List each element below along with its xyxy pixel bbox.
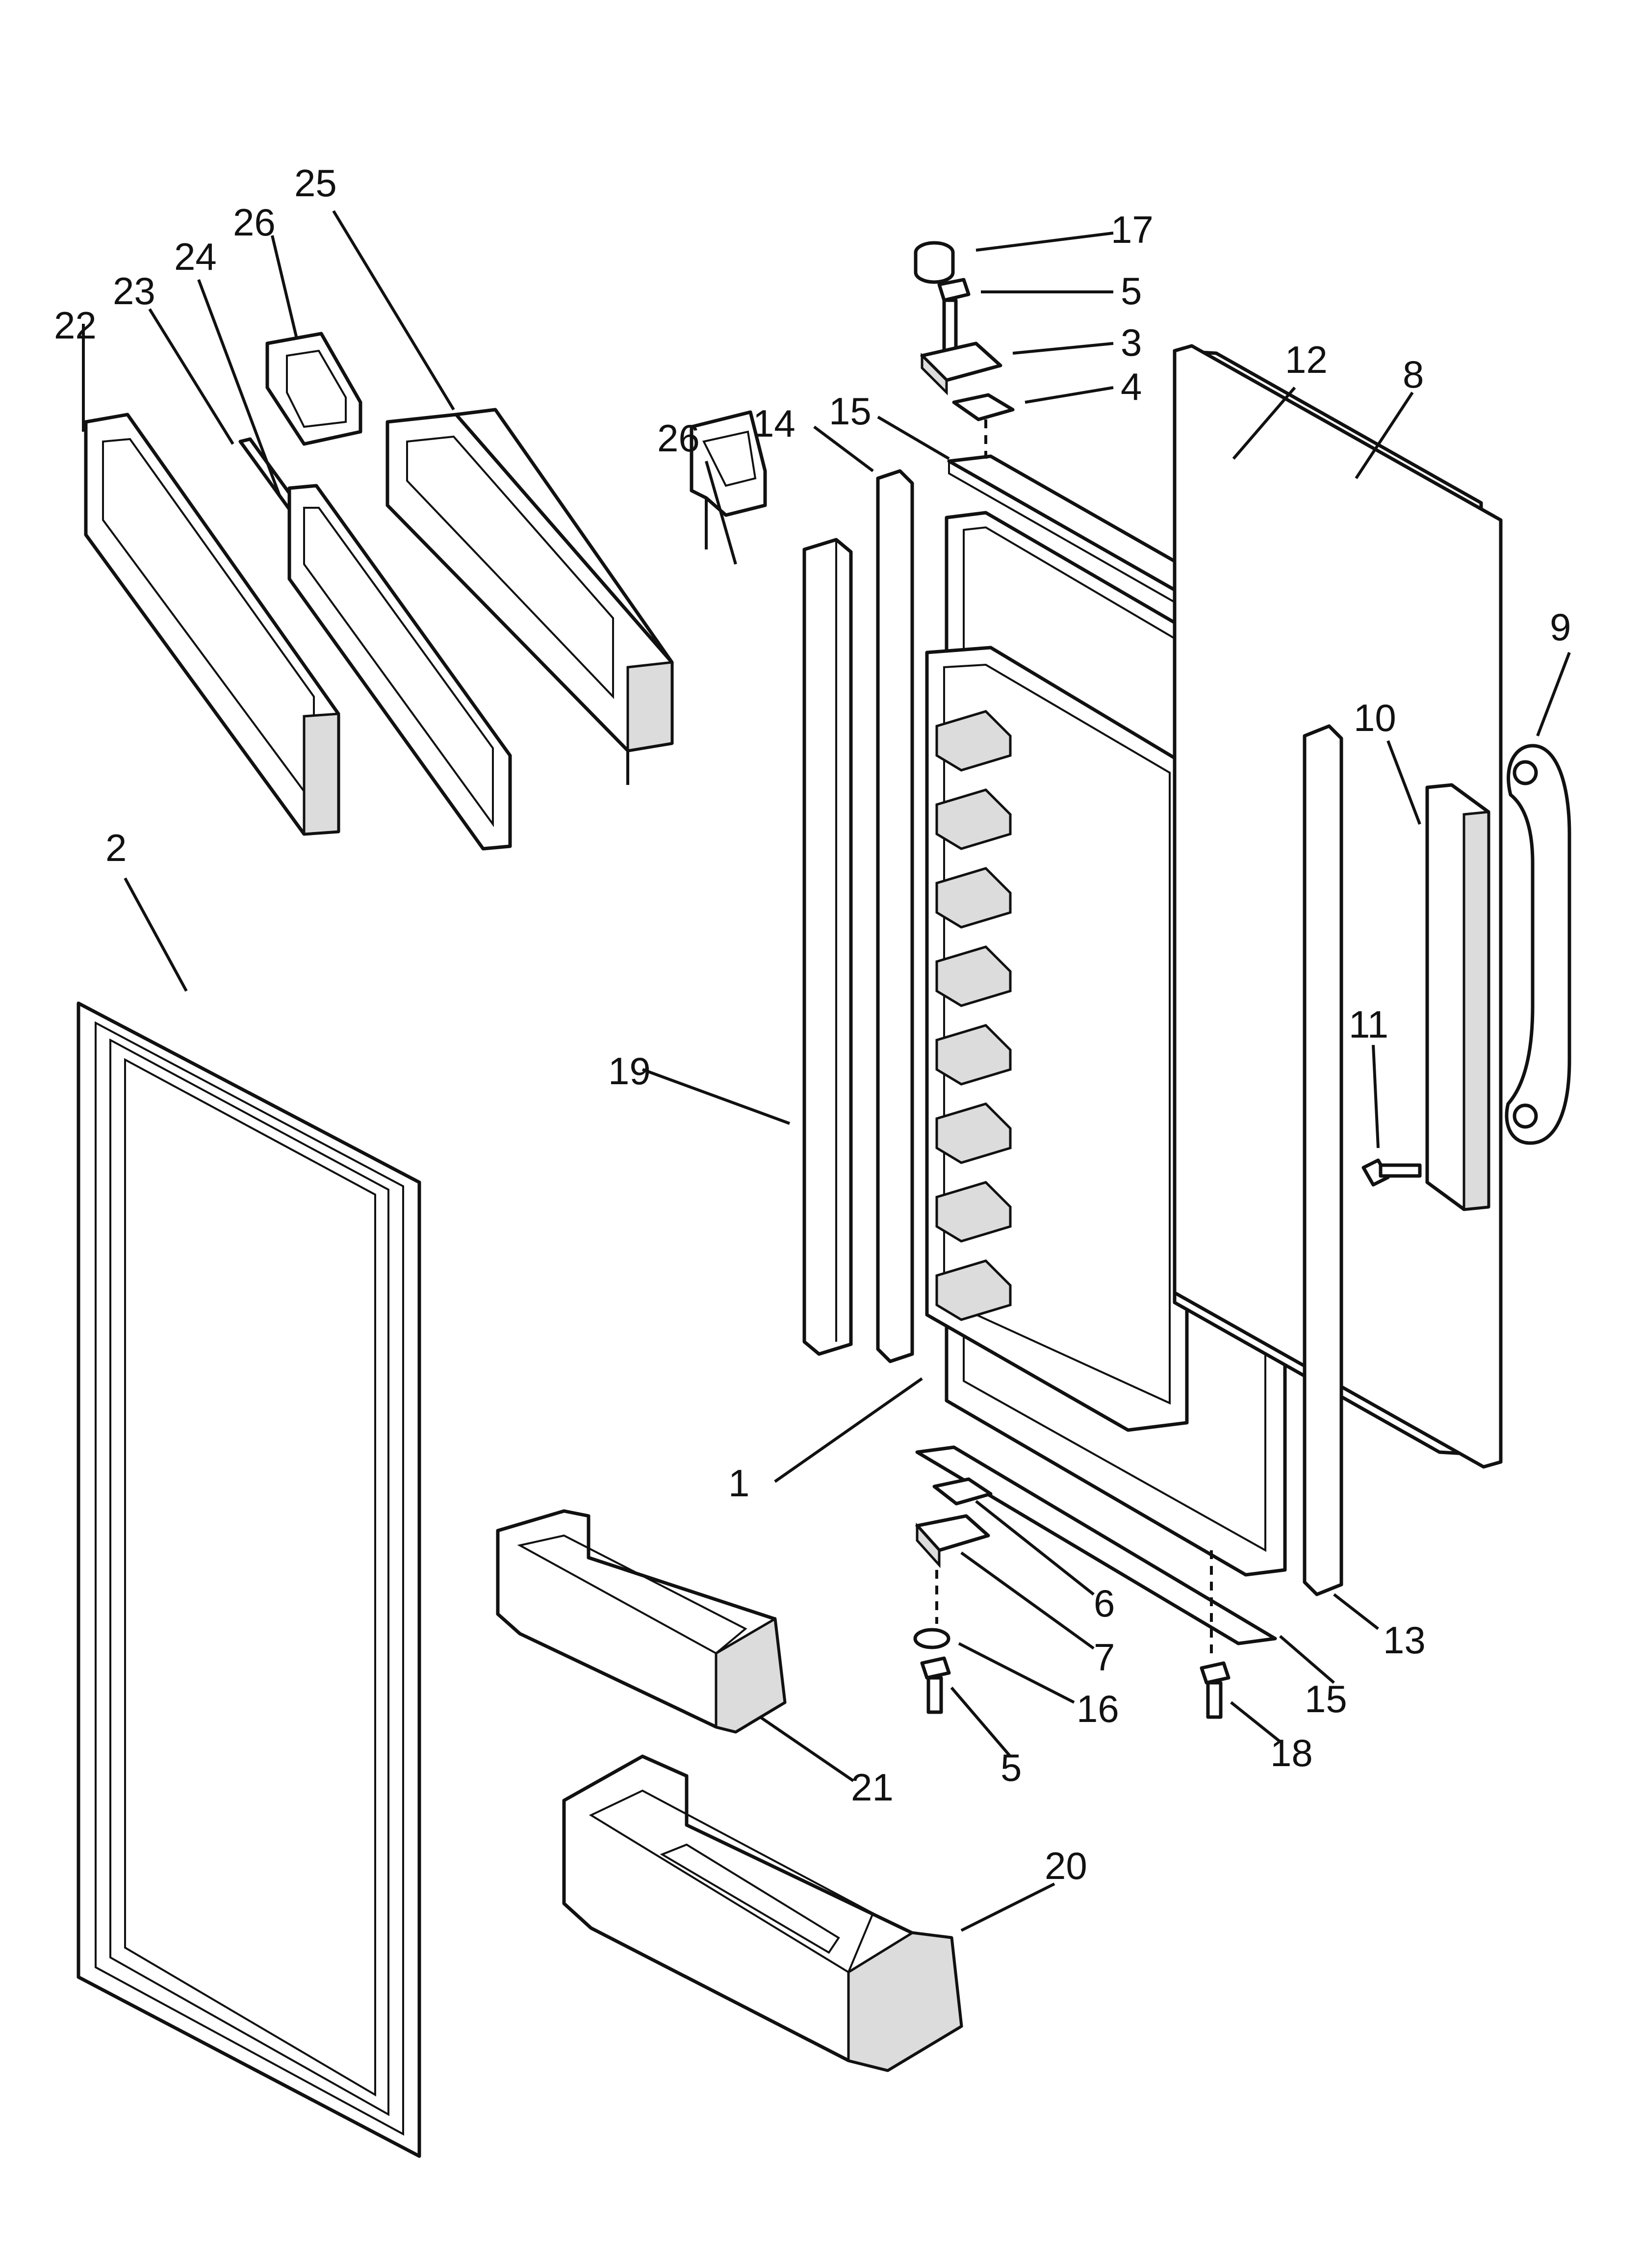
- part-24-window-frame: [287, 484, 512, 851]
- callout-7: 7: [1094, 1636, 1115, 1679]
- callout-25: 25: [294, 161, 337, 205]
- callout-15-top: 15: [829, 390, 872, 433]
- callout-17: 17: [1111, 208, 1154, 251]
- part-26-bracket-right: [690, 410, 767, 549]
- part-4-hinge-shim: [952, 393, 1015, 421]
- callout-6: 6: [1094, 1582, 1115, 1625]
- callout-23: 23: [113, 269, 155, 313]
- leader-lines: [82, 210, 1571, 1932]
- callout-8: 8: [1403, 353, 1424, 396]
- part-5-screw-bottom: [920, 1656, 951, 1714]
- part-9-handle: [1505, 744, 1571, 1145]
- part-2-door-gasket: [77, 1001, 421, 2158]
- part-22-module-door: [84, 413, 340, 836]
- callout-19: 19: [608, 1049, 651, 1093]
- callout-18: 18: [1270, 1731, 1313, 1774]
- callout-22: 22: [54, 304, 97, 347]
- callout-10: 10: [1354, 696, 1396, 739]
- part-20-door-bin: [562, 1754, 963, 2072]
- callout-11: 11: [1349, 1003, 1388, 1046]
- part-26-bracket-upper: [265, 332, 362, 446]
- part-6-hinge-shim: [932, 1477, 993, 1506]
- callout-21: 21: [851, 1766, 894, 1809]
- part-3-top-hinge: [920, 341, 1002, 396]
- callout-13: 13: [1383, 1618, 1426, 1662]
- callout-5-top: 5: [1121, 269, 1142, 313]
- part-10-bracket: [1425, 783, 1490, 1211]
- callout-5-bottom: 5: [1001, 1746, 1022, 1789]
- callout-9: 9: [1550, 605, 1571, 649]
- callout-15-bottom: 15: [1305, 1677, 1347, 1721]
- part-19-trim: [802, 538, 853, 1356]
- part-13-strip: [1303, 724, 1343, 1596]
- part-16-washer: [913, 1628, 950, 1649]
- part-7-bottom-hinge: [915, 1514, 990, 1568]
- callout-20: 20: [1045, 1844, 1087, 1887]
- part-14-strip: [876, 469, 914, 1363]
- callout-3: 3: [1121, 321, 1142, 364]
- callout-4: 4: [1121, 365, 1142, 408]
- callout-16: 16: [1077, 1687, 1119, 1730]
- callout-12: 12: [1285, 338, 1328, 381]
- callout-14: 14: [753, 402, 795, 445]
- callout-26-upper: 26: [233, 201, 276, 244]
- part-21-door-bin: [496, 1509, 787, 1734]
- part-25-module-bin: [385, 408, 674, 785]
- callout-1: 1: [728, 1461, 749, 1505]
- part-15-bottom-cap: [915, 1445, 1277, 1645]
- part-5-screw-top: [937, 278, 971, 356]
- callout-labels: 1 2 3 4 5 5 6 7 8 9 10 11 12 13 14 15 15…: [54, 161, 1571, 1887]
- part-17-bushing: [914, 241, 955, 284]
- part-11-screw: [1361, 1158, 1422, 1187]
- callout-2: 2: [105, 826, 127, 869]
- part-18-screw: [1200, 1661, 1231, 1719]
- callout-24: 24: [174, 235, 217, 278]
- callout-26-right: 26: [657, 417, 700, 460]
